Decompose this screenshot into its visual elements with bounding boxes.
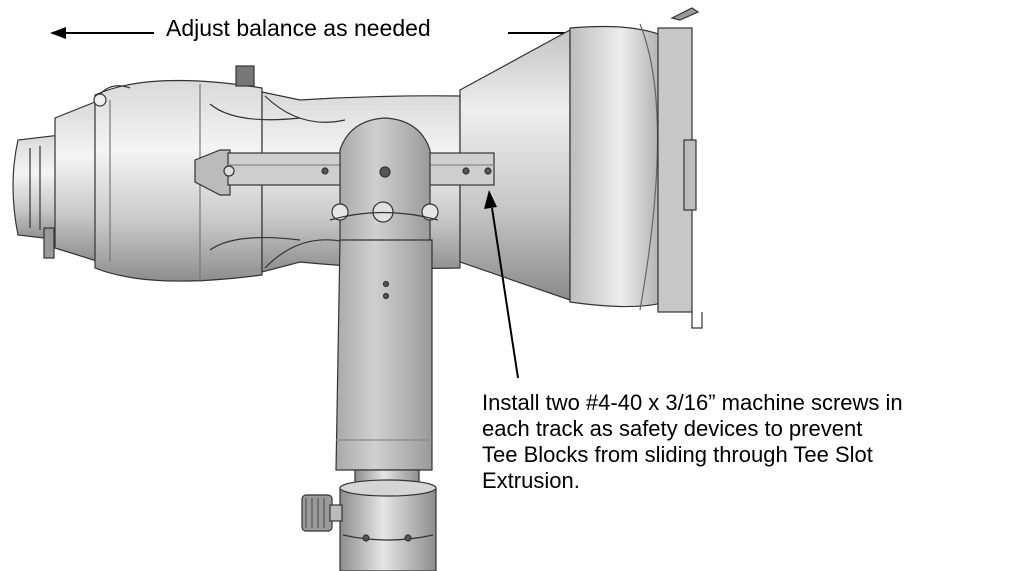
callout-line-3: Tee Blocks from sliding through Tee Slot xyxy=(482,442,873,467)
balance-label: Adjust balance as needed xyxy=(166,15,431,41)
callout-line-2: each track as safety devices to prevent xyxy=(482,416,863,441)
callout-text: Install two #4-40 x 3/16” machine screws… xyxy=(482,390,1030,494)
stand-post xyxy=(301,469,437,571)
callout-line-4: Extrusion. xyxy=(482,468,580,493)
yoke xyxy=(329,117,439,471)
callout-arrow xyxy=(484,190,519,379)
callout-line-1: Install two #4-40 x 3/16” machine screws… xyxy=(482,390,903,415)
